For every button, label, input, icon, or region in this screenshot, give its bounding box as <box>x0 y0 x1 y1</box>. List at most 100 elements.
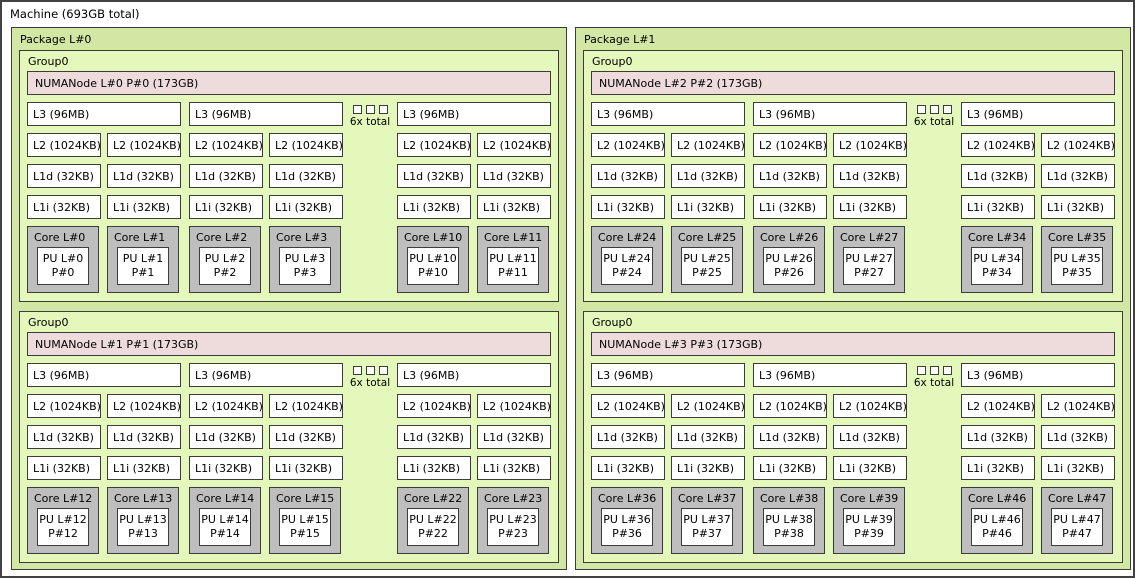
l3-block: L3 (96MB)L2 (1024KB)L1d (32KB)L1i (32KB)… <box>753 102 907 293</box>
l1i-cache-label: L1i (32KB) <box>195 200 253 214</box>
l1d-cache-box: L1d (32KB) <box>27 164 101 188</box>
collapsed-box-icon <box>365 105 375 114</box>
collapsed-box-icon <box>929 366 939 375</box>
pu-physical-label: P#2 <box>213 266 237 279</box>
l2-cache-box: L2 (1024KB) <box>269 394 343 418</box>
core-label: Core L#14 <box>196 492 255 505</box>
l1i-cache-label: L1i (32KB) <box>677 200 735 214</box>
l1d-cache-box: L1d (32KB) <box>1041 164 1115 188</box>
l3-block: L3 (96MB)L2 (1024KB)L1d (32KB)L1i (32KB)… <box>591 102 745 293</box>
collapse-count-label: 6x total <box>913 377 955 389</box>
pu-logical-label: PU L#46 <box>973 513 1021 527</box>
l1i-cache-box: L1i (32KB) <box>961 195 1035 219</box>
l1d-cache-label: L1d (32KB) <box>483 430 544 444</box>
l3-cache-box: L3 (96MB) <box>189 363 343 387</box>
l1i-cache-box: L1i (32KB) <box>1041 456 1115 480</box>
pu-physical-label: P#36 <box>612 527 642 540</box>
l1d-cache-box: L1d (32KB) <box>753 425 827 449</box>
cache-column: L2 (1024KB)L1d (32KB)L1i (32KB)Core L#23… <box>477 394 551 554</box>
l1d-cache-label: L1d (32KB) <box>195 430 256 444</box>
l2-cache-label: L2 (1024KB) <box>967 399 1035 413</box>
cache-columns: L2 (1024KB)L1d (32KB)L1i (32KB)Core L#34… <box>961 133 1115 293</box>
cache-column: L2 (1024KB)L1d (32KB)L1i (32KB)Core L#37… <box>671 394 745 554</box>
collapsed-l3-indicator: 6x total <box>914 102 954 128</box>
l1i-cache-box: L1i (32KB) <box>591 195 665 219</box>
l2-cache-box: L2 (1024KB) <box>591 133 665 157</box>
l3-cache-box: L3 (96MB) <box>961 102 1115 126</box>
collapsed-l3-indicator: 6x total <box>350 363 390 389</box>
pu-physical-label: P#46 <box>982 527 1012 540</box>
l2-cache-label: L2 (1024KB) <box>195 399 263 413</box>
collapsed-boxes-glyph <box>352 105 388 114</box>
core-label: Core L#27 <box>840 231 899 244</box>
pu-physical-label: P#39 <box>854 527 884 540</box>
core-label: Core L#37 <box>678 492 737 505</box>
l1i-cache-label: L1i (32KB) <box>483 461 541 475</box>
l1d-cache-label: L1d (32KB) <box>33 430 94 444</box>
collapsed-boxes-glyph <box>916 366 952 375</box>
cache-column: L2 (1024KB)L1d (32KB)L1i (32KB)Core L#10… <box>397 133 471 293</box>
l1i-cache-box: L1i (32KB) <box>107 195 181 219</box>
pu-physical-label: P#37 <box>692 527 722 540</box>
group-label: Group0 <box>28 316 69 329</box>
pu-physical-label: P#10 <box>418 266 448 279</box>
l2-cache-box: L2 (1024KB) <box>107 394 181 418</box>
l1i-cache-label: L1i (32KB) <box>597 200 655 214</box>
cache-column: L2 (1024KB)L1d (32KB)L1i (32KB)Core L#14… <box>189 394 263 554</box>
pu-logical-label: PU L#15 <box>281 513 329 527</box>
l1i-cache-box: L1i (32KB) <box>107 456 181 480</box>
l2-cache-label: L2 (1024KB) <box>483 138 551 152</box>
l2-cache-label: L2 (1024KB) <box>403 138 471 152</box>
l1d-cache-label: L1d (32KB) <box>677 430 738 444</box>
cache-column: L2 (1024KB)L1d (32KB)L1i (32KB)Core L#25… <box>671 133 745 293</box>
numanode-label: NUMANode L#1 P#1 (173GB) <box>35 337 199 351</box>
collapse-count-label: 6x total <box>913 116 955 128</box>
cache-columns: L2 (1024KB)L1d (32KB)L1i (32KB)Core L#46… <box>961 394 1115 554</box>
l1d-cache-box: L1d (32KB) <box>671 425 745 449</box>
topology-row: L3 (96MB)L2 (1024KB)L1d (32KB)L1i (32KB)… <box>591 363 1115 554</box>
l1d-cache-label: L1d (32KB) <box>483 169 544 183</box>
l2-cache-box: L2 (1024KB) <box>397 133 471 157</box>
cache-columns: L2 (1024KB)L1d (32KB)L1i (32KB)Core L#38… <box>753 394 907 554</box>
pu-logical-label: PU L#34 <box>973 252 1021 266</box>
l2-cache-box: L2 (1024KB) <box>671 133 745 157</box>
l2-cache-box: L2 (1024KB) <box>189 394 263 418</box>
pu-physical-label: P#34 <box>982 266 1012 279</box>
pu-logical-label: PU L#25 <box>683 252 731 266</box>
l2-cache-label: L2 (1024KB) <box>597 138 665 152</box>
l1d-cache-box: L1d (32KB) <box>189 164 263 188</box>
pu-logical-label: PU L#11 <box>489 252 537 266</box>
l1d-cache-label: L1d (32KB) <box>759 430 820 444</box>
l2-cache-box: L2 (1024KB) <box>269 133 343 157</box>
l1d-cache-label: L1d (32KB) <box>839 169 900 183</box>
numanode-box: NUMANode L#1 P#1 (173GB) <box>27 332 551 356</box>
core-label: Core L#10 <box>404 231 463 244</box>
l1i-cache-box: L1i (32KB) <box>27 456 101 480</box>
l2-cache-box: L2 (1024KB) <box>189 133 263 157</box>
l2-cache-label: L2 (1024KB) <box>1047 399 1115 413</box>
l2-cache-label: L2 (1024KB) <box>839 138 907 152</box>
l1d-cache-box: L1d (32KB) <box>397 164 471 188</box>
l1d-cache-label: L1d (32KB) <box>275 169 336 183</box>
l1d-cache-label: L1d (32KB) <box>195 169 256 183</box>
l1i-cache-box: L1i (32KB) <box>671 456 745 480</box>
